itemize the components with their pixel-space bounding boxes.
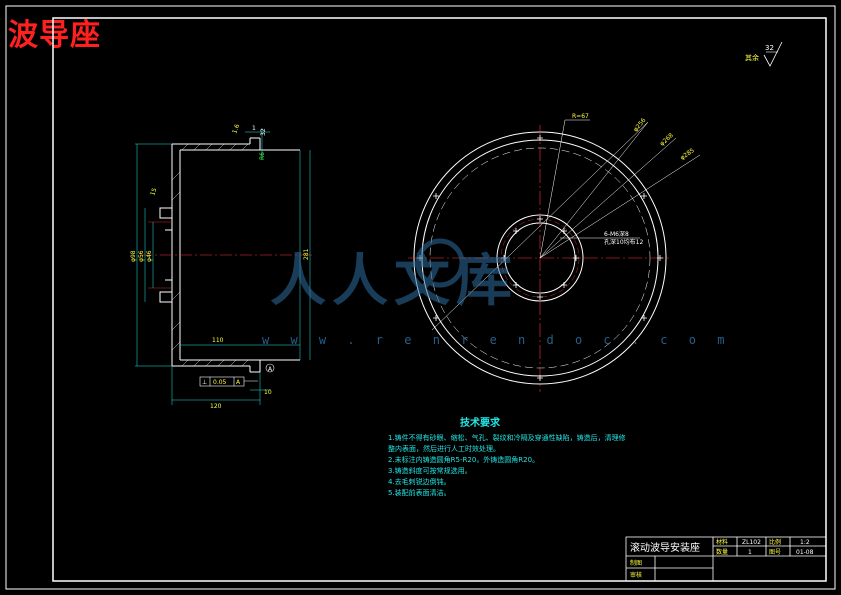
dim-height-main: 281 — [303, 248, 310, 260]
tech-requirements: 技术要求 1.铸件不得有砂眼、缩松、气孔、裂纹和冷隔及穿通性缺陷，铸造后，清理修… — [388, 418, 626, 499]
part-name: 滚动波导安装座 — [630, 541, 700, 554]
leader-d268: φ268 — [659, 132, 675, 148]
watermark-text: 人人文库 — [270, 249, 518, 314]
tol-ref: A — [236, 379, 241, 386]
tech-note: 3.铸造斜度可按常规选用。 — [388, 467, 472, 475]
material-value: ZL102 — [742, 539, 761, 546]
dim-top-small: 1.6 — [231, 123, 241, 135]
roughness-symbol: 其余 32 — [745, 41, 783, 67]
dim-width-inner: 110 — [212, 337, 224, 344]
checked-label: 审核 — [630, 571, 642, 579]
title-block-text: 滚动波导安装座 材料 ZL102 比例 1:2 数量 1 图号 01-08 制图… — [630, 538, 814, 579]
inner-frame — [52, 17, 827, 582]
tech-heading: 技术要求 — [460, 418, 500, 429]
watermark-url: w w w . r e n r e n d o c . c o m — [262, 333, 732, 347]
scale-label: 比例 — [769, 538, 781, 546]
tech-note: 5.装配前表面清洁。 — [388, 489, 451, 497]
dim-left-inner1: φ56 — [138, 250, 145, 262]
section-view — [148, 137, 301, 373]
tech-note: 1.铸件不得有砂眼、缩松、气孔、裂纹和冷隔及穿通性缺陷，铸造后，清理修 — [388, 434, 626, 442]
scale-value: 1:2 — [800, 539, 810, 546]
dim-width-total: 120 — [210, 403, 222, 410]
material-label: 材料 — [716, 538, 728, 546]
drawing-title: 波导座 — [8, 18, 101, 53]
leader-r67: R=67 — [572, 113, 589, 120]
tech-note: 整内表面，然后进行人工时效处理。 — [388, 445, 500, 453]
drawing-no-value: 01-08 — [796, 549, 814, 556]
drawing-no-label: 图号 — [769, 549, 781, 556]
qty-label: 数量 — [716, 548, 728, 556]
dim-hole-depth: 15 — [149, 187, 158, 197]
watermark-logo: 人人文库 — [270, 238, 518, 314]
roughness-value: 32 — [765, 44, 774, 52]
tolerance-frame: ⊥ 0.05 A A — [199, 363, 275, 387]
tech-note: 2.未标注内铸造圆角R5-R20，外铸造圆角R20。 — [388, 456, 540, 464]
drawing-border — [5, 5, 836, 590]
hole-spec-2: 孔深10均布12 — [604, 238, 643, 246]
dim-r6: R6 — [259, 152, 266, 160]
title-block — [625, 536, 827, 582]
tol-flag: ⊥ — [202, 379, 207, 386]
tech-note: 4.去毛刺锐边倒钝。 — [388, 478, 451, 486]
front-view — [408, 119, 701, 392]
leader-d256: φ256 — [632, 117, 647, 133]
tol-value: 0.05 — [213, 379, 227, 386]
drawn-label: 制图 — [630, 559, 642, 567]
qty-value: 1 — [748, 549, 752, 556]
dim-left-outer: φ98 — [130, 250, 137, 262]
section-dims — [135, 128, 311, 405]
datum-label: A — [268, 366, 273, 373]
dim-top-32: 32 — [260, 128, 267, 136]
front-labels: R=67 φ256 φ268 φ285 6-M6深8 孔深10均布12 — [572, 113, 696, 246]
section-labels: 1.6 1 32 R6 15 φ98 φ56 φ46 281 110 120 1… — [130, 123, 310, 410]
dim-top-val: 1 — [252, 125, 256, 132]
hole-spec-1: 6-M6深8 — [604, 230, 629, 238]
dim-left-inner2: φ46 — [146, 250, 153, 262]
dim-small-right: 10 — [264, 389, 272, 396]
roughness-label: 其余 — [745, 53, 759, 62]
